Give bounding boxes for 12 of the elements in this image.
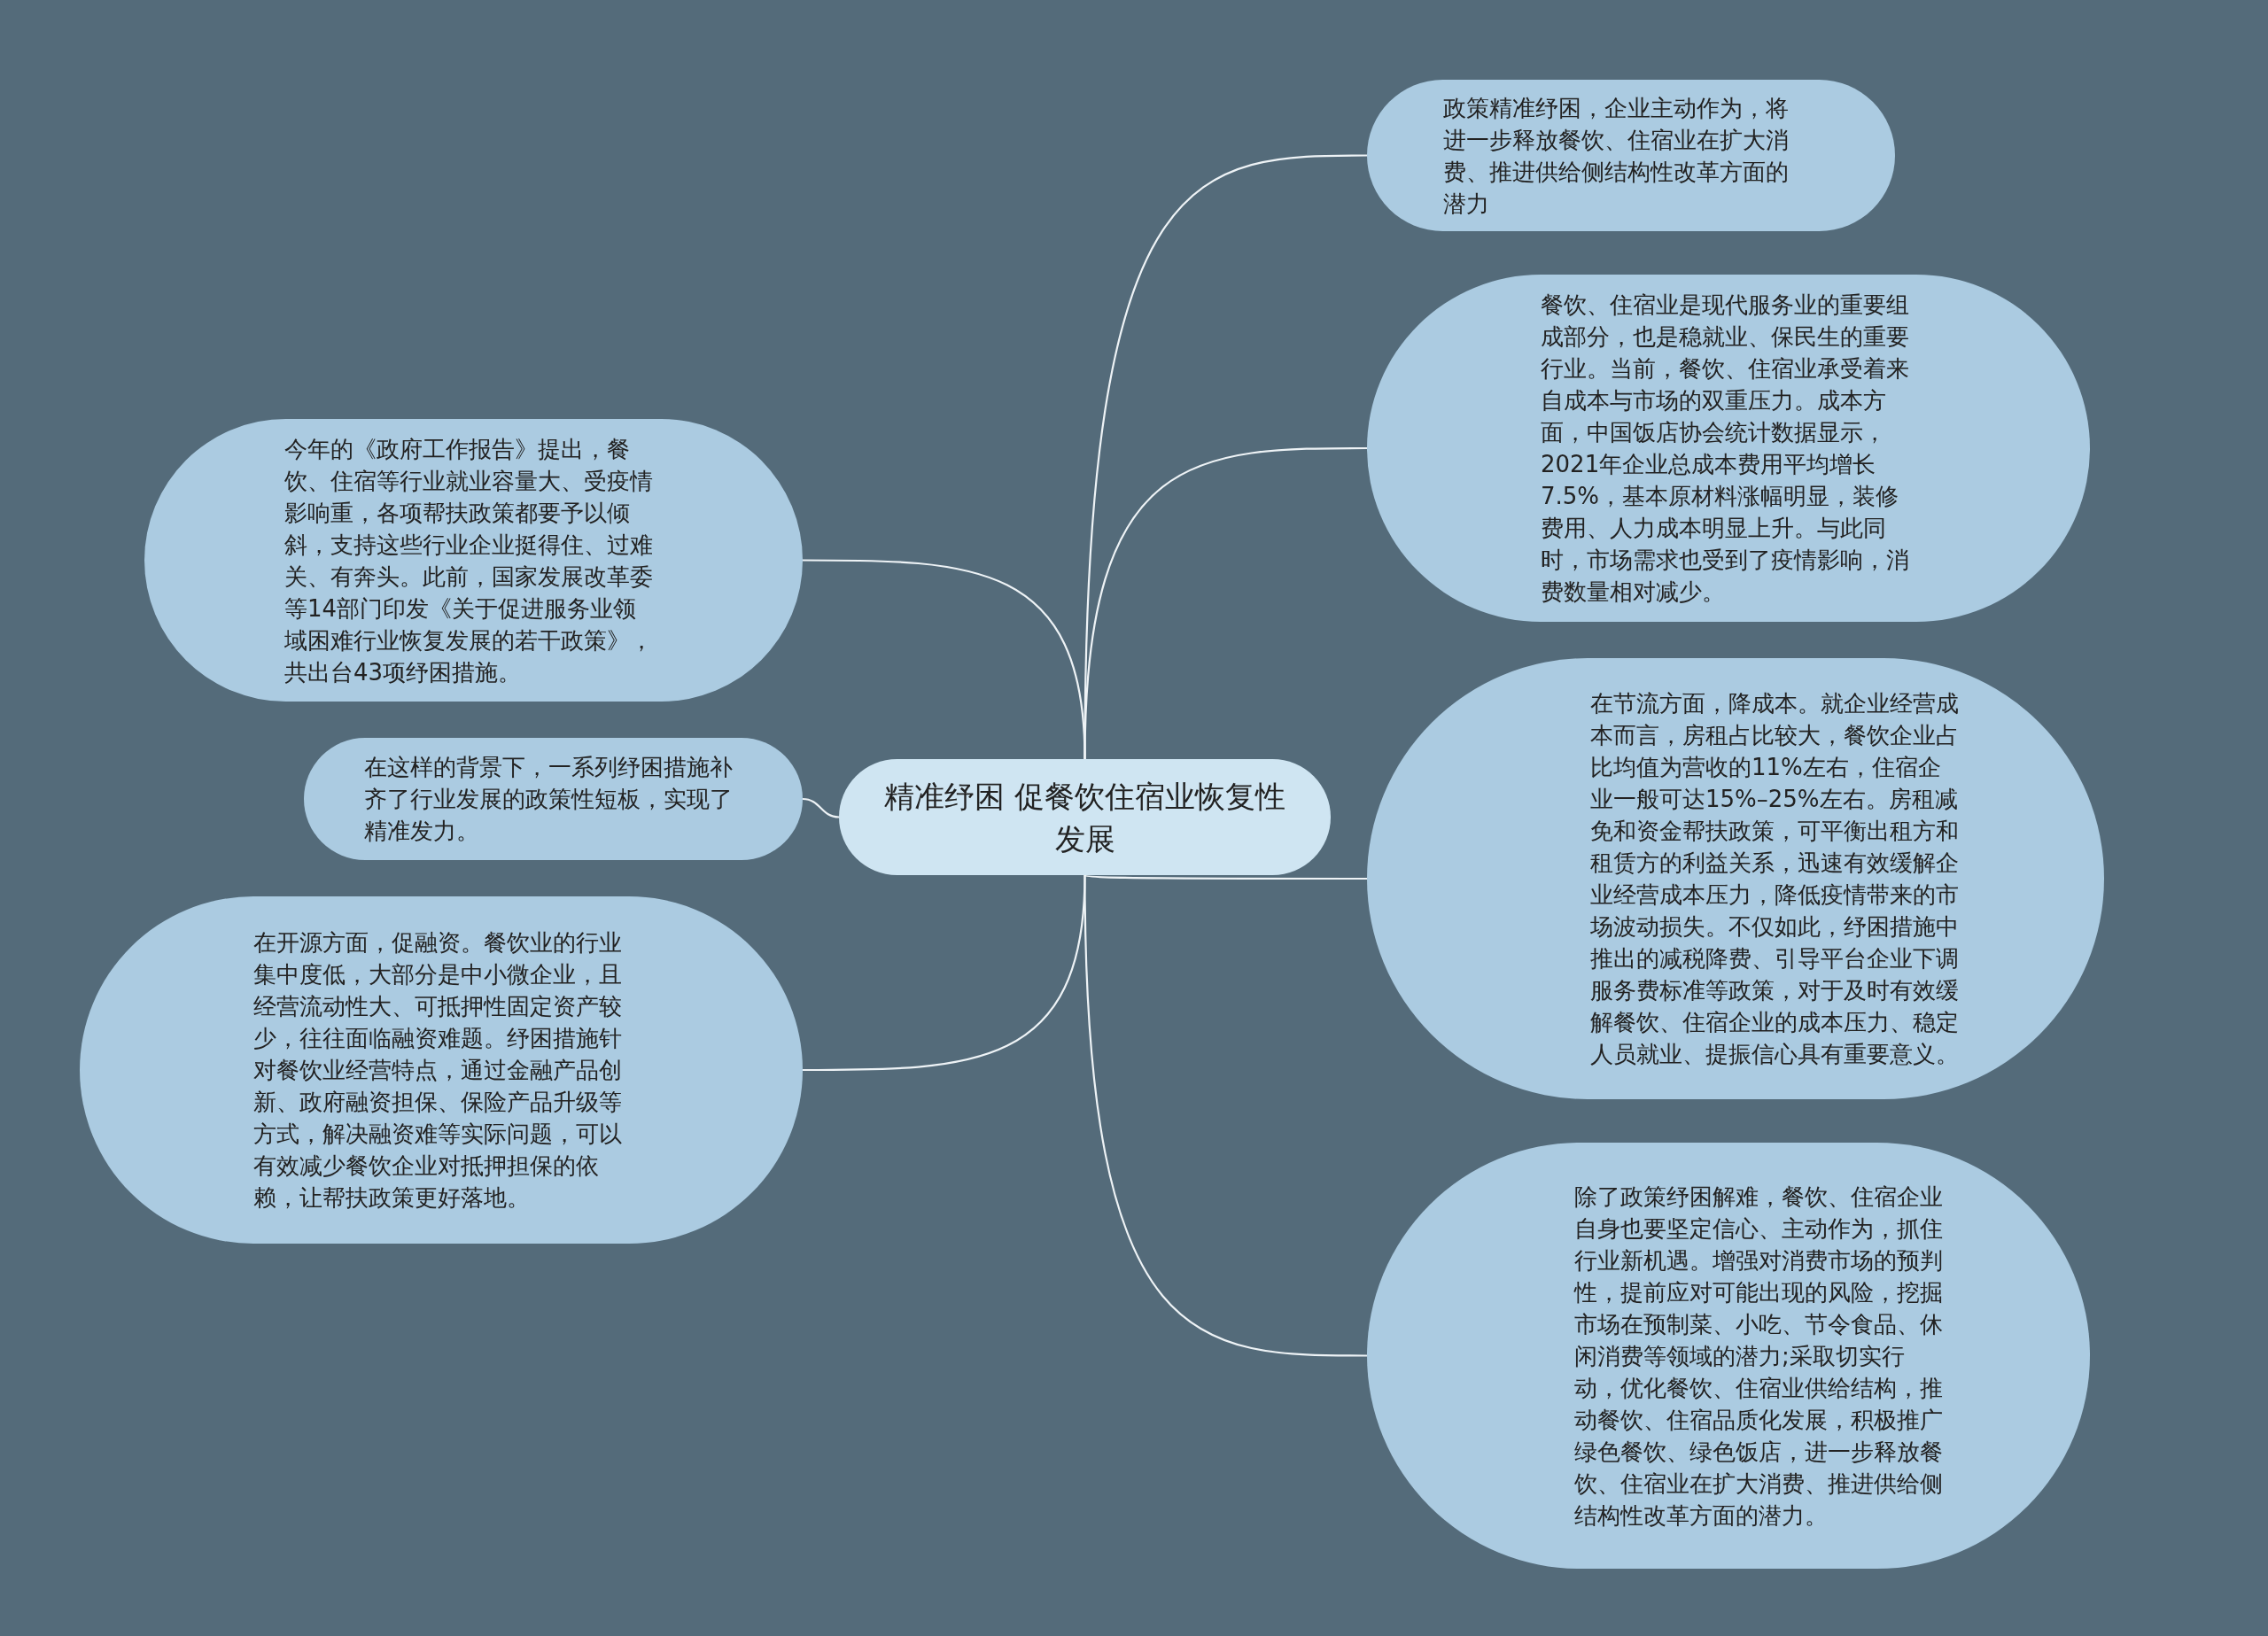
central-topic-text: 精准纾困 促餐饮住宿业恢复性发展 xyxy=(883,777,1286,858)
connector-line xyxy=(802,797,840,818)
topic-text: 在节流方面，降成本。就企业经营成本而言，房租占比较大，餐饮企业占比均值为营收的11%左右，住宿企业一般可达15%–25%左右。房租减免和资金帮扶政策，可平衡出租方和租赁方的利益关系，迅速有效缓解企业经营成本压力，降低疫情带来的市场波动损失。不仅如此，纾困措施中推出的减税降费、引导平台企业下调服务费标准等政策，对于及时有效缓解餐饮、住宿企业的成本压力、稳定人员就业、提振信心具有重要意义。 xyxy=(1590,689,1960,1069)
topic-text: 在开源方面，促融资。餐饮业的行业集中度低，大部分是中小微企业，且经营流动性大、可抵押性固定资产较少，往往面临融资难题。纾困措施针对餐饮业经营特点，通过金融产品创新、政府融资担保、保险产品升级等方式，解决融资难等实际问题，可以有效减少餐饮企业对抵押担保的依赖，让帮扶政策更好落地。 xyxy=(253,928,623,1213)
connector-line xyxy=(803,559,1086,760)
topic-text: 在这样的背景下，一系列纾困措施补齐了行业发展的政策性短板，实现了精准发力。 xyxy=(364,753,734,846)
topic-text: 政策精准纾困，企业主动作为，将进一步释放餐饮、住宿业在扩大消费、推进供给侧结构性改革方面的潜力 xyxy=(1443,93,1790,219)
connector-line xyxy=(1084,873,1367,880)
connector-line xyxy=(1084,874,1367,1357)
topic-text: 除了政策纾困解难，餐饮、住宿企业自身也要坚定信心、主动作为，抓住行业新机遇。增强对消费市场的预判性，提前应对可能出现的风险，挖掘市场在预制菜、小吃、节令食品、休闲消费等领域的潜力;采取切实行动，优化餐饮、住宿业供给结构，推动餐饮、住宿品质化发展，积极推广绿色餐饮、绿色饭店，进一步释放餐饮、住宿业在扩大消费、推进供给侧结构性改革方面的潜力。 xyxy=(1574,1182,1944,1531)
topic-text: 今年的《政府工作报告》提出，餐饮、住宿等行业就业容量大、受疫情影响重，各项帮扶政策都要予以倾斜，支持这些行业企业挺得住、过难关、有奔头。此前，国家发展改革委等14部门印发《关于促进服务业领域困难行业恢复发展的若干政策》，共出台43项纾困措施。 xyxy=(284,434,654,687)
topic-text: 餐饮、住宿业是现代服务业的重要组成部分，也是稳就业、保民生的重要行业。当前，餐饮、住宿业承受着来自成本与市场的双重压力。成本方面，中国饭店协会统计数据显示，2021年企业总成本费用平均增长7.5%，基本原材料涨幅明显，装修费用、人力成本明显上升。与此同时，市场需求也受到了疫情影响，消费数量相对减少。 xyxy=(1541,291,1910,607)
